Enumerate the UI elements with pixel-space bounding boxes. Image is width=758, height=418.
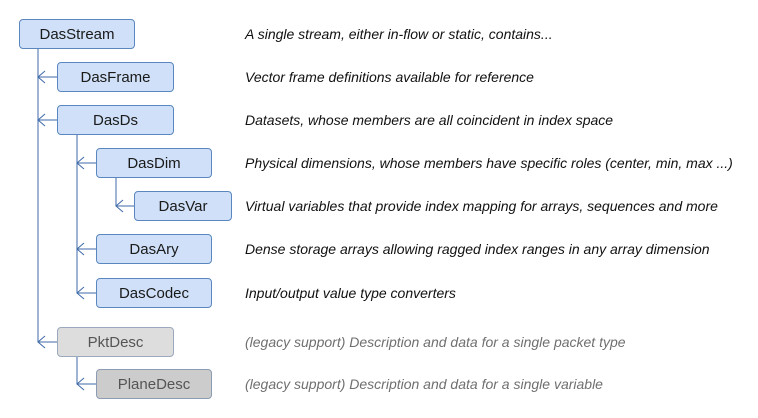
node-dasdim: DasDim — [96, 148, 212, 178]
desc-pktdesc: (legacy support) Description and data fo… — [245, 334, 626, 350]
node-dasary: DasAry — [96, 234, 212, 264]
desc-planedesc: (legacy support) Description and data fo… — [245, 376, 603, 392]
node-dasvar: DasVar — [134, 191, 232, 221]
desc-dasary: Dense storage arrays allowing ragged ind… — [245, 241, 710, 257]
desc-dasdim: Physical dimensions, whose members have … — [245, 155, 733, 171]
node-dasds: DasDs — [57, 105, 174, 135]
desc-dasframe: Vector frame definitions available for r… — [245, 69, 534, 85]
desc-dasstream: A single stream, either in-flow or stati… — [245, 26, 553, 42]
desc-dasds: Datasets, whose members are all coincide… — [245, 112, 614, 128]
desc-dasvar: Virtual variables that provide index map… — [245, 198, 718, 214]
node-dasframe: DasFrame — [57, 62, 174, 92]
node-pktdesc: PktDesc — [57, 327, 174, 357]
node-dascodec: DasCodec — [96, 278, 212, 308]
desc-dascodec: Input/output value type converters — [245, 285, 456, 301]
node-dasstream: DasStream — [19, 19, 135, 49]
node-planedesc: PlaneDesc — [96, 369, 212, 399]
